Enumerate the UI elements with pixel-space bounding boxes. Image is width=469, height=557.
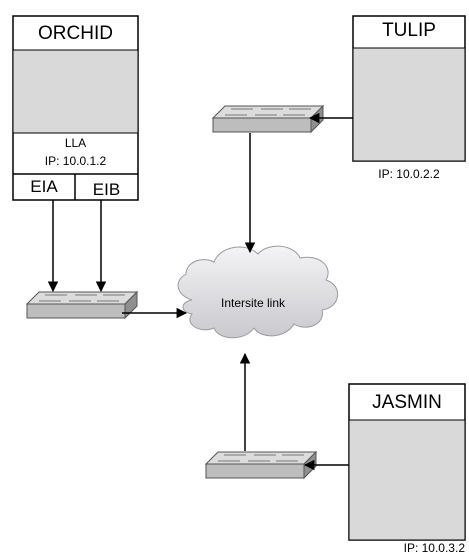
host-orchid-panel: [12, 49, 139, 134]
cloud-icon: [177, 245, 338, 339]
host-tulip-ip: IP: 10.0.2.2: [378, 167, 440, 181]
host-tulip-name: TULIP: [382, 20, 436, 41]
host-orchid: [12, 15, 139, 201]
host-jasmin: [348, 383, 466, 541]
network-switch-icon: [212, 105, 324, 133]
host-jasmin-panel: [348, 419, 466, 541]
host-tulip: [352, 15, 466, 162]
host-tulip-panel: [352, 47, 466, 162]
host-orchid-nic-b: EIB: [92, 180, 121, 199]
host-orchid-nic-a: EIA: [30, 177, 58, 196]
host-orchid-adapter-label: LLA: [64, 136, 87, 150]
network-switch-icon: [205, 451, 317, 479]
host-orchid-name: ORCHID: [38, 23, 113, 44]
cloud-label: Intersite link: [220, 296, 286, 310]
connector-lines: [47, 112, 353, 471]
host-orchid-ip: IP: 10.0.1.2: [44, 154, 107, 168]
host-jasmin-ip: IP: 10.0.3.2: [403, 541, 465, 555]
network-switch-icon: [26, 291, 138, 319]
host-jasmin-name: JASMIN: [372, 392, 442, 413]
